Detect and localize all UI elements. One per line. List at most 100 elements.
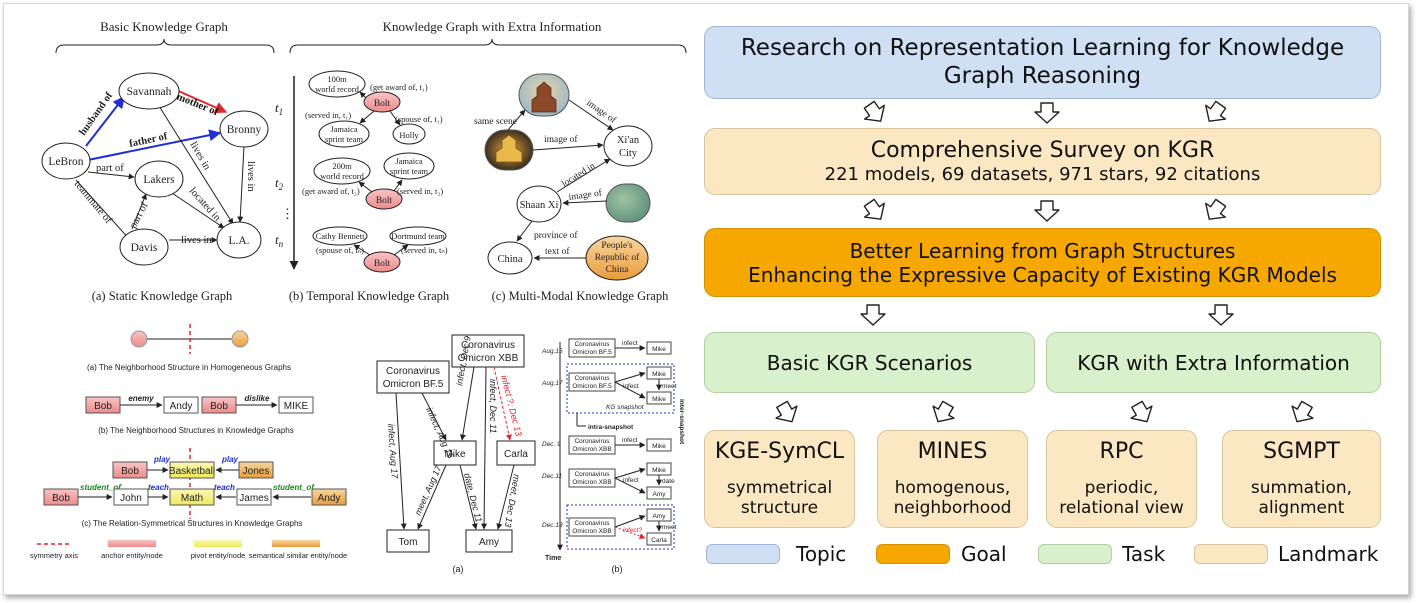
svg-text:Davis: Davis [131,242,158,254]
svg-text:Bob: Bob [210,401,228,412]
svg-text:Coronavirus: Coronavirus [574,520,610,527]
svg-text:located in: located in [560,161,597,189]
svg-text:Cathy Bennett: Cathy Bennett [316,231,366,241]
legend-task-label: Task [1122,542,1166,566]
svg-text:infect?: infect? [623,527,643,534]
svg-text:Aug.15: Aug.15 [541,348,563,355]
svg-text:part of: part of [128,200,151,230]
landmark-rpc: RPC periodic, relational view [1046,430,1197,528]
node-lebron [41,142,91,180]
svg-text:City: City [619,148,638,159]
svg-text:Mike: Mike [652,346,666,353]
svg-text:Basketball: Basketball [169,466,215,477]
svg-text:lives in: lives in [181,235,212,246]
svg-text:infect: infect [622,437,638,444]
svg-text:infect, Aug 17: infect, Aug 17 [386,423,400,479]
svg-text:world record: world record [315,84,359,94]
svg-text:play: play [221,455,239,464]
svg-text:Coronavirus: Coronavirus [386,366,440,377]
svg-text:meet, Dec 13: meet, Dec 13 [503,474,522,528]
svg-text:China: China [606,265,629,275]
goal-box: Better Learning from Graph Structures En… [704,228,1381,297]
svg-text:Mike: Mike [652,371,666,378]
svg-text:Dec.11: Dec.11 [542,473,562,480]
svg-text:(c) The Relation-Symmetrical S: (c) The Relation-Symmetrical Structures … [82,519,303,528]
svg-text:meet, Aug 17: meet, Aug 17 [413,463,444,517]
svg-text:located in: located in [187,186,223,224]
svg-text:⋮: ⋮ [281,206,294,221]
svg-text:meet: meet [662,524,677,531]
survey-box: Comprehensive Survey on KGR 221 models, … [704,128,1381,195]
svg-text:Math: Math [181,493,203,504]
svg-text:Bob: Bob [121,466,139,477]
legend-task-swatch [1038,544,1112,564]
svg-text:Shaan Xi: Shaan Xi [520,200,559,211]
svg-text:mother of: mother of [175,92,220,119]
svg-text:infect: infect [623,477,639,484]
svg-text:Carla: Carla [651,537,667,544]
svg-text:L.A.: L.A. [228,235,249,247]
svg-text:lives in: lives in [187,140,212,173]
svg-text:enemy: enemy [128,394,154,403]
svg-text:text of: text of [545,246,570,257]
svg-text:Bolt: Bolt [376,196,393,206]
svg-text:Bolt: Bolt [374,259,391,269]
node-bronny [219,110,269,148]
node-savannah [118,72,180,110]
svg-text:Andy: Andy [318,493,341,504]
svg-text:date: date [662,478,675,485]
svg-text:MIKE: MIKE [284,401,309,412]
svg-text:James: James [239,493,268,504]
svg-text:world record: world record [320,171,364,181]
svg-text:Omicron XBB: Omicron XBB [458,353,519,364]
svg-text:lives in: lives in [245,161,256,192]
topic-box: Research on Representation Learning for … [704,26,1381,99]
svg-text:KG snapshot: KG snapshot [606,404,645,411]
svg-text:pivot entity/node: pivot entity/node [191,551,246,560]
svg-text:Time: Time [545,555,561,562]
svg-text:Omicron BF.5: Omicron BF.5 [383,379,444,390]
svg-text:100m: 100m [327,74,347,84]
svg-text:Jamaica: Jamaica [395,156,423,166]
svg-text:(b) The Neighborhood Structure: (b) The Neighborhood Structures in Knowl… [98,426,294,435]
legend-goal-label: Goal [961,542,1007,566]
svg-text:meet: meet [662,383,677,390]
svg-text:teach: teach [148,483,169,492]
svg-text:province of: province of [534,230,578,241]
svg-text:image of: image of [568,187,604,203]
svg-text:Coronavirus: Coronavirus [574,341,610,348]
svg-text:t2: t2 [275,175,284,192]
svg-text:Coronavirus: Coronavirus [574,375,610,382]
svg-text:Omicron XBB: Omicron XBB [572,446,611,453]
svg-text:sprint team: sprint team [390,166,428,176]
svg-text:t1: t1 [275,100,283,117]
task-basic: Basic KGR Scenarios [704,332,1035,393]
caption-temporal: (b) Temporal Knowledge Graph [289,289,450,303]
svg-text:infect, Dec 11: infect, Dec 11 [488,379,498,433]
left-figure: Basic Knowledge Graph Knowledge Graph wi… [30,19,687,574]
svg-text:Amy: Amy [653,513,667,520]
svg-text:Bolt: Bolt [374,99,391,109]
svg-text:(spouse of, t₁): (spouse of, t₁) [395,114,443,124]
svg-text:Mike: Mike [652,467,666,474]
svg-text:200m: 200m [332,161,352,171]
svg-text:semantical similar entity/node: semantical similar entity/node [249,551,347,560]
svg-text:infect ?, Dec 13: infect ?, Dec 13 [499,374,524,437]
svg-text:Omicron BF.5: Omicron BF.5 [572,349,612,356]
svg-text:Republic of: Republic of [595,252,640,263]
svg-text:image of: image of [544,134,578,145]
svg-text:People's: People's [601,241,633,251]
svg-text:Bob: Bob [52,493,70,504]
svg-text:student_of: student_of [80,483,122,492]
svg-text:(get award of, t₂): (get award of, t₂) [302,186,360,196]
svg-text:Tom: Tom [399,537,418,548]
svg-text:teammate of: teammate of [72,179,114,226]
svg-text:tn: tn [275,232,284,249]
svg-text:Coronavirus: Coronavirus [574,471,610,478]
legend-landmark-label: Landmark [1278,542,1379,566]
header-basic: Basic Knowledge Graph [100,19,228,34]
svg-text:Dec. 9: Dec. 9 [542,441,561,448]
legend-landmark-swatch [1194,544,1268,564]
svg-text:China: China [497,254,522,265]
svg-text:Amy: Amy [479,537,499,548]
